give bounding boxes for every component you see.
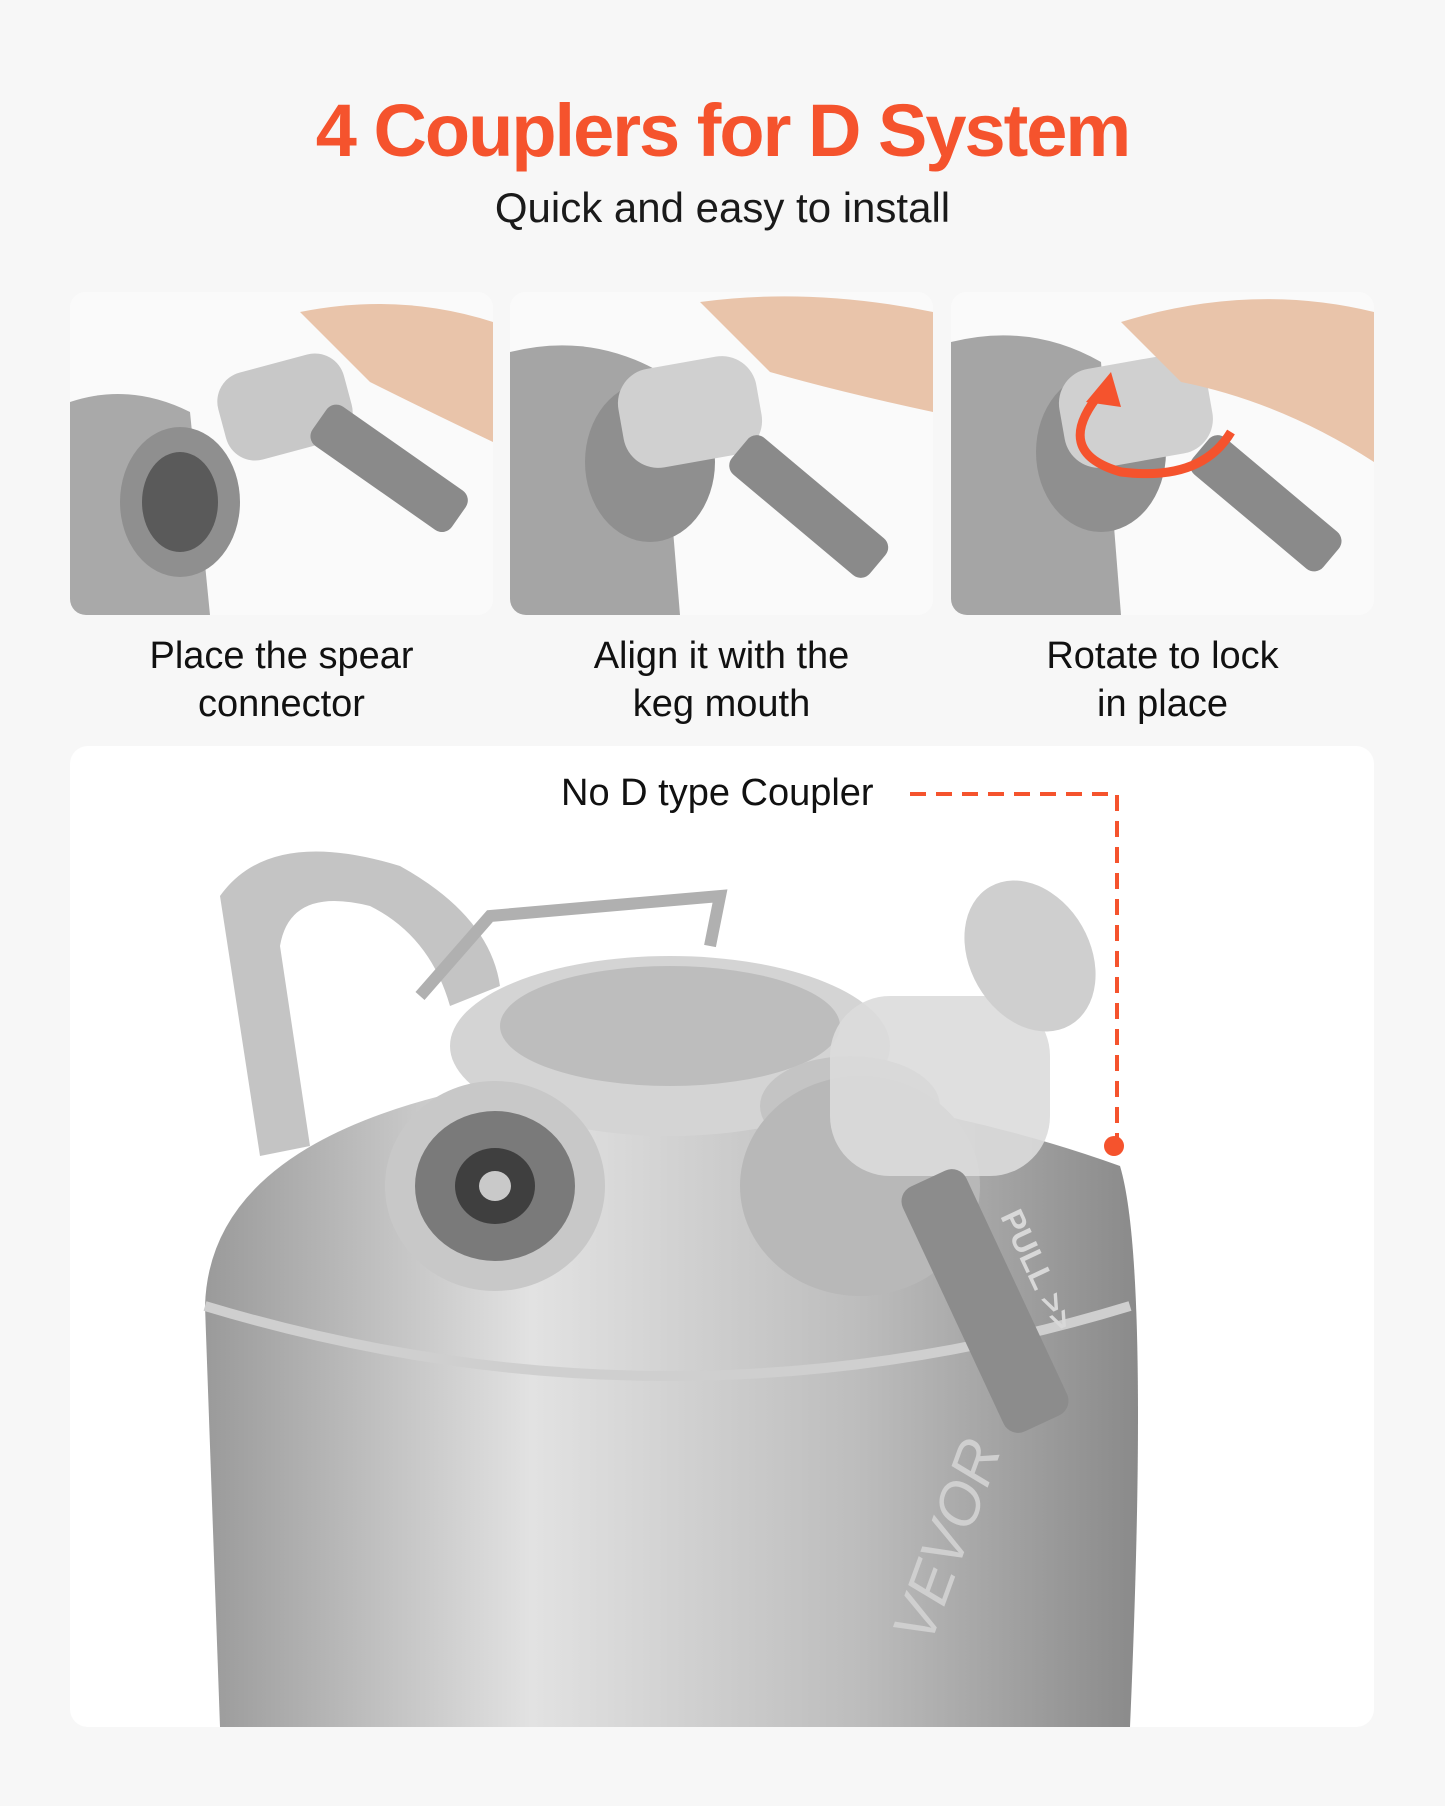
caption-line: Align it with the: [593, 635, 850, 677]
caption-line: connector: [198, 683, 365, 725]
caption-line: Rotate to lock: [1046, 635, 1279, 677]
callout-dot: [1104, 1136, 1124, 1156]
step-1-caption: Place the spear connector: [70, 632, 493, 728]
caption-line: keg mouth: [632, 683, 811, 725]
step-1-image: [70, 292, 493, 615]
caption-line: Place the spear: [149, 635, 414, 677]
step-2-image: [510, 292, 933, 615]
step-3-caption: Rotate to lock in place: [951, 632, 1374, 728]
page-title: 4 Couplers for D System: [315, 89, 1131, 172]
step-2-caption: Align it with the keg mouth: [510, 632, 933, 728]
step-3-image: [951, 292, 1374, 615]
keg-main-image: PULL >> VEVOR: [70, 746, 1374, 1727]
callout-label: No D type Coupler: [561, 772, 874, 814]
page-subtitle: Quick and easy to install: [494, 184, 951, 231]
caption-line: in place: [1097, 683, 1228, 725]
